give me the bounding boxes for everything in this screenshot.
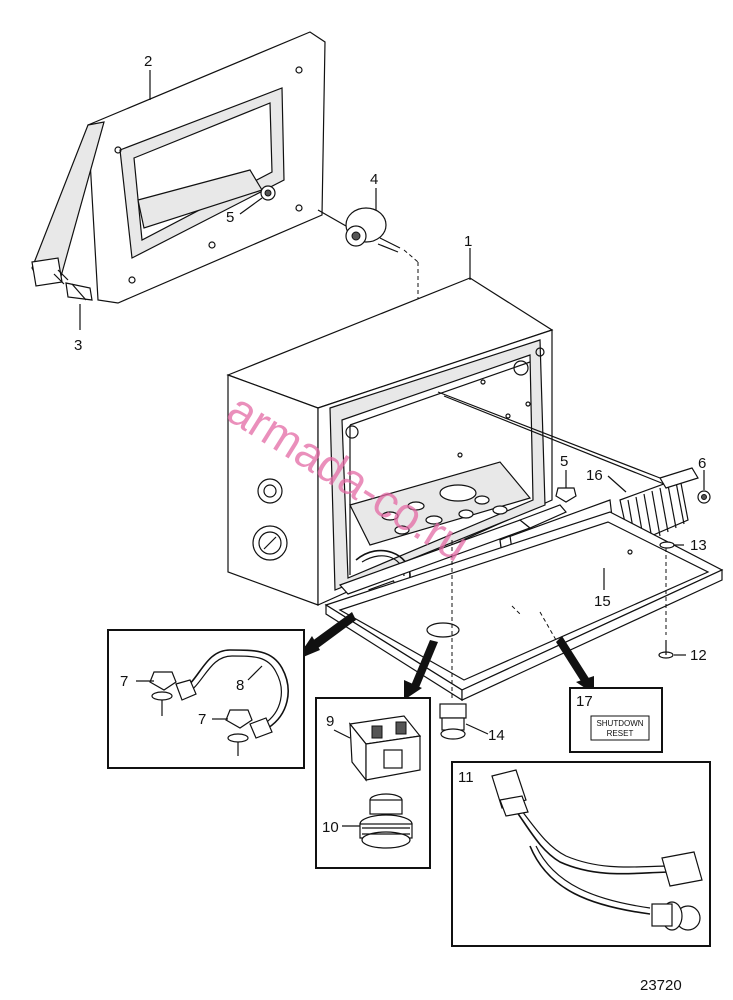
callout-7-lower: 7 <box>198 711 206 728</box>
callout-4: 4 <box>370 171 378 188</box>
nut-5-box <box>555 480 577 503</box>
leader-lines <box>79 70 705 827</box>
callout-6: 6 <box>698 455 706 472</box>
nut-7-upper <box>149 671 177 716</box>
callout-14: 14 <box>488 727 505 744</box>
callout-8: 8 <box>236 677 244 694</box>
callout-3: 3 <box>74 337 82 354</box>
mounting-bracket <box>31 31 326 304</box>
callout-17: 17 <box>576 693 593 710</box>
enclosure-cover <box>324 511 724 702</box>
switch-4 <box>317 207 401 253</box>
callout-5-bracket: 5 <box>226 209 234 226</box>
washer-13 <box>659 541 675 549</box>
decal-line-1: SHUTDOWN <box>596 719 643 728</box>
decal-line-2: RESET <box>607 729 634 738</box>
callout-5-box: 5 <box>560 453 568 470</box>
nut-7-lower <box>225 709 253 756</box>
callout-2: 2 <box>144 53 152 70</box>
callout-9: 9 <box>326 713 334 730</box>
callout-13: 13 <box>690 537 707 554</box>
nut-5-bracket <box>260 185 276 201</box>
shutdown-reset-decal <box>590 715 650 741</box>
detail-arrow-middle <box>404 640 438 700</box>
switch-9 <box>348 715 422 782</box>
callout-15: 15 <box>594 593 611 610</box>
bolt-3 <box>53 269 93 301</box>
figure-number: 23720 <box>640 977 682 994</box>
callout-10: 10 <box>322 819 339 836</box>
din-rail <box>338 504 567 595</box>
switch-base-10 <box>359 793 413 849</box>
cable-gland-14 <box>439 703 467 740</box>
callout-11: 11 <box>458 769 474 786</box>
callout-7-upper: 7 <box>120 673 128 690</box>
screw-6 <box>697 490 711 504</box>
callout-12: 12 <box>690 647 707 664</box>
ground-cable-8 <box>175 649 289 739</box>
detail-box-ground-cable <box>107 629 305 769</box>
wiring-harness-11 <box>491 769 703 931</box>
callout-16: 16 <box>586 467 603 484</box>
callout-1: 1 <box>464 233 472 250</box>
screw-12 <box>658 640 674 659</box>
